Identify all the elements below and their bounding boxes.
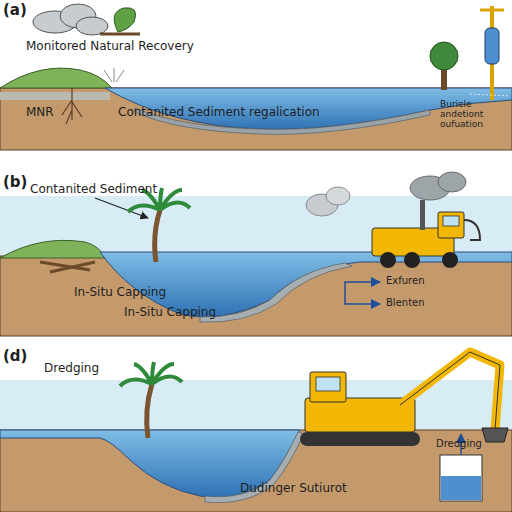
method-name: Monitored Natural Recovery xyxy=(26,40,226,53)
truck-part xyxy=(438,212,464,238)
leader-arrow xyxy=(95,198,148,218)
panel-letter: (a) xyxy=(3,2,43,19)
panel-d-scene-part xyxy=(0,380,512,432)
sample-box-part xyxy=(440,455,482,501)
excavator-part xyxy=(305,398,415,432)
monitoring-gauge-part xyxy=(480,9,504,12)
tree-part xyxy=(430,42,458,70)
excavator-part xyxy=(310,372,346,402)
truck-part xyxy=(442,252,458,268)
process-note: Buriele andetiont oufuation xyxy=(440,100,502,130)
tree xyxy=(430,42,458,90)
sprinkle xyxy=(104,68,124,82)
leader-arrow-part xyxy=(95,198,148,218)
excavator-part xyxy=(400,352,500,430)
monitoring-gauge-part xyxy=(485,28,499,64)
driftwood-part xyxy=(50,262,95,272)
sediment-label: Dudinger Sutiurot xyxy=(240,482,440,495)
plant-roots xyxy=(62,88,82,124)
sediment-label: Contanited Sediment xyxy=(30,183,210,196)
palm-tree-part xyxy=(155,210,160,262)
method-name: In-Situ Capping xyxy=(74,286,234,299)
side-arrows-part xyxy=(345,290,380,304)
plant-icon xyxy=(100,8,140,34)
plant-icon-part xyxy=(114,8,135,32)
truck-part xyxy=(404,252,420,268)
arrow-label: Exfuren xyxy=(386,275,466,286)
plant-roots-part xyxy=(62,88,82,124)
panel-d-scene xyxy=(0,352,512,512)
panel-a-scene-part xyxy=(0,92,110,100)
side-arrows-part xyxy=(345,282,380,290)
panel-b-scene-part xyxy=(200,263,352,322)
truck-part xyxy=(420,200,425,230)
method-name: In-Situ Capping xyxy=(124,306,284,319)
excavator-part xyxy=(400,352,500,430)
sediment-label: Contanited Sediment regalication xyxy=(118,106,378,119)
palm-tree-part xyxy=(120,362,182,386)
sprinkle-part xyxy=(104,70,112,82)
palm-tree xyxy=(128,188,190,262)
excavator xyxy=(300,352,508,446)
truck-part xyxy=(464,220,480,240)
panel-letter: (d) xyxy=(3,348,43,365)
panel-b-scene xyxy=(0,172,512,336)
panel-a-scene-part xyxy=(105,88,512,129)
cloud xyxy=(33,4,108,35)
smoke-part xyxy=(326,187,350,205)
excavator-part xyxy=(316,377,340,391)
panel-a-scene xyxy=(0,4,512,150)
panel-d-scene-part xyxy=(0,430,512,512)
plant-icon-part xyxy=(100,33,140,36)
method-name: Dredging xyxy=(44,362,164,375)
truck xyxy=(372,200,480,268)
side-arrows xyxy=(345,282,380,304)
arrow-label: Blenten xyxy=(386,297,466,308)
truck-part xyxy=(380,252,396,268)
box-label: Dredging xyxy=(436,438,506,449)
driftwood xyxy=(40,262,95,272)
excavator-part xyxy=(482,428,508,442)
monitoring-gauge xyxy=(470,6,510,100)
panel-a-scene-part xyxy=(0,68,112,88)
sprinkle-part xyxy=(114,68,115,82)
smoke xyxy=(306,172,466,216)
sprinkle-part xyxy=(116,70,124,82)
panel-a-scene-part xyxy=(0,88,512,150)
panel-b-scene-part xyxy=(0,240,105,258)
palm-tree xyxy=(120,362,182,438)
truck-part xyxy=(443,216,459,226)
cloud-part xyxy=(76,17,108,35)
palm-tree-part xyxy=(147,384,152,438)
method-abbreviation: MNR xyxy=(26,106,86,119)
excavator-part xyxy=(300,432,420,446)
smoke-part xyxy=(438,172,466,192)
monitoring-gauge-part xyxy=(470,94,510,96)
sample-box-part xyxy=(441,476,481,500)
